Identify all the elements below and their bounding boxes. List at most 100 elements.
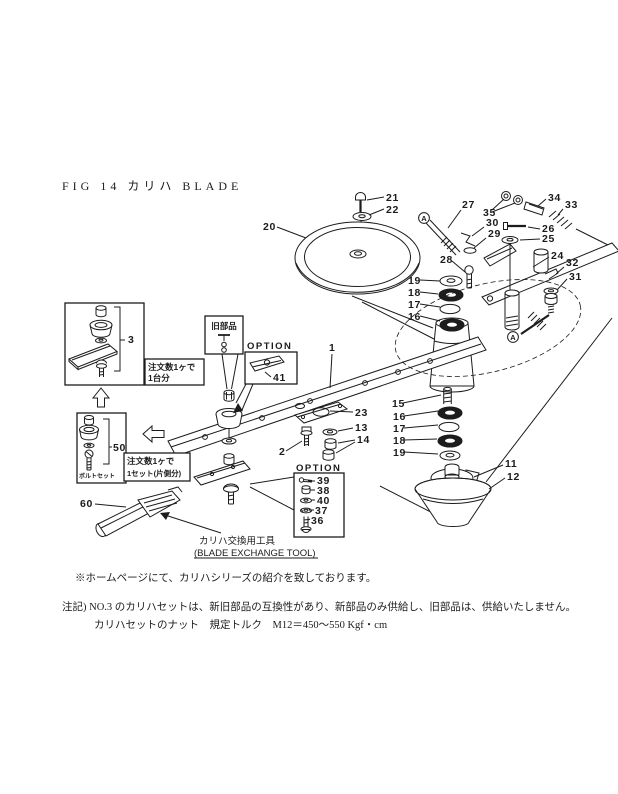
bolt-2 [300,426,313,446]
option-box-lower: OPTION [249,463,345,538]
deck-hidden-line [394,279,582,377]
set-nut-upper [223,389,235,402]
option-upper-label: OPTION [247,341,292,352]
washer-40 [300,497,312,504]
bolt-28 [464,265,474,289]
leader-line-19 [419,279,441,282]
cotter-pin-32 [544,268,559,280]
leader-line-32 [555,266,565,275]
part-label-3: 3 [128,334,134,346]
part-label-19: 19 [393,447,406,459]
leader-line-60 [94,503,127,508]
leader-line-35 [491,202,516,213]
bearing-stack-upper [438,275,465,332]
new-blade-41 [249,355,285,372]
old-bolt-icon [218,334,230,353]
part-label-1: 1 [329,342,335,354]
leader-line-26 [527,226,541,230]
part-label-39: 39 [317,475,330,487]
spring-33 [548,210,573,230]
leader-line-15 [402,394,442,404]
part-label-2: 2 [279,446,285,458]
nut-38 [301,485,311,495]
part-label-21: 21 [386,192,399,204]
order-note-line1: 注文数1ヶで [127,456,175,466]
option-box-upper: OPTION [233,341,298,413]
link-rod-lower [520,268,559,335]
section-marker-circle-0 [418,212,430,224]
bolt-set-box-50: ボルトセット [76,412,127,484]
nut-14b [322,449,335,461]
hanger-bolt [504,289,520,331]
washer-13 [322,428,338,436]
leader-line-23 [329,410,354,413]
nut-31 [544,293,558,305]
bracket-50 [103,418,110,465]
lower-plate [193,460,251,486]
order-note-line1: 注文数1ヶで [148,362,196,372]
part-label-11: 11 [505,458,517,470]
part-label-18: 18 [393,435,406,447]
bearing-16 [439,318,465,332]
leader-line-2 [285,440,303,452]
leader-line-30 [471,226,485,237]
snap-ring-17 [439,303,461,315]
arrow-up-icon [91,387,111,408]
leader-line-22 [368,208,385,216]
part-label-40: 40 [317,495,330,507]
bearing-16-lower [437,406,463,420]
nuts-35 [501,191,523,205]
part-label-36: 36 [311,515,324,527]
part-label-12: 12 [507,471,520,483]
tool-callout: カリハ交換用工具 (BLADE EXCHANGE TOOL) [160,512,318,559]
order-note-kariha: 注文数1ヶで 1台分 [144,358,205,386]
blade-bar-1 [167,336,487,457]
part-label-25: 25 [542,233,555,245]
part-label-17: 17 [408,299,421,311]
box3-plate [68,343,118,371]
tie-rod-27 [425,219,461,256]
section-marker-label-1: A [510,333,516,342]
part-label-24: 24 [551,250,564,262]
part-label-32: 32 [566,257,579,269]
mount-plate-23 [293,401,349,424]
leader-line-28 [451,260,466,273]
snap-ring-17-lower [438,421,460,433]
note-remark: 注記) NO.3 のカリハセットは、新旧部品の互換性があり、新部品のみ供給し、旧… [62,600,576,613]
clip-29-30 [460,232,477,254]
leader-line-35 [491,198,505,211]
part-label-16: 16 [393,411,406,423]
dust-cap-19-lower [439,450,461,461]
bolt-21 [355,192,366,212]
bearing-18-lower [437,434,463,448]
part-label-50: 50 [113,442,126,454]
leader-line-41 [264,371,272,378]
box3-washer [95,337,107,344]
leader-line-17 [419,303,441,308]
kariha-set-box-3 [64,302,145,386]
part-label-28: 28 [440,254,453,266]
part-label-13: 13 [355,422,368,434]
bearing-stack-lower [437,386,463,461]
box3-nut [95,305,107,318]
part-label-29: 29 [488,228,501,240]
bracket-3 [114,306,121,372]
part-label-38: 38 [317,485,330,497]
dome-12 [414,477,492,527]
part-label-23: 23 [355,407,368,419]
leader-line-14 [337,439,356,444]
leader-line-19 [403,451,439,455]
part-label-26: 26 [542,223,555,235]
order-note-bolt-set: 注文数1ヶで 1セット(片側分) [123,452,191,482]
part-label-41: 41 [273,372,286,384]
part-label-19: 19 [408,275,421,287]
part-label-33: 33 [565,199,578,211]
part-label-16: 16 [408,311,421,323]
pin-26 [503,222,526,230]
leader-line-24 [532,256,550,268]
leader-line-18 [403,438,438,441]
part-label-60: 60 [80,498,93,510]
section-marker-circle-1 [507,331,519,343]
